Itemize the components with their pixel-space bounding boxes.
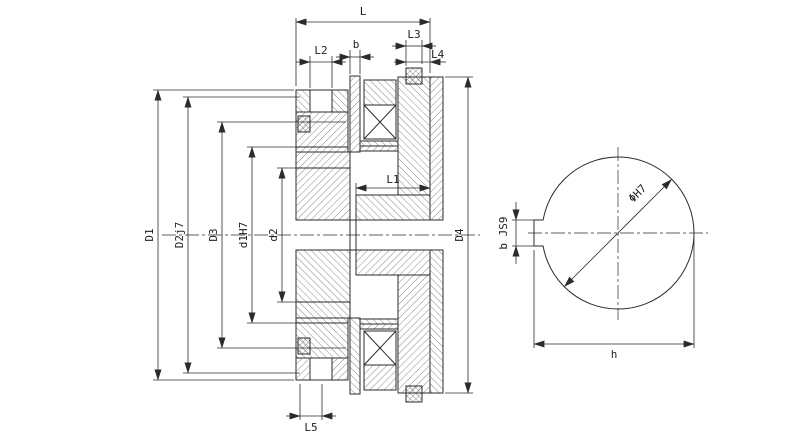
dim-label-L5: L5 [304, 421, 317, 434]
dim-D3: D3 [207, 121, 346, 349]
dim-label-L3: L3 [407, 28, 420, 41]
dim-label-D1: D1 [143, 228, 156, 241]
dim-L4: L4 [394, 48, 446, 66]
dim-D4: D4 [445, 76, 473, 394]
bearing-housing [363, 79, 397, 106]
dim-label-d2: d2 [267, 228, 280, 241]
friction-disc-2 [359, 145, 399, 152]
plug-screw [405, 67, 423, 85]
section-dimensions: L L2 b L3 [143, 5, 473, 434]
section-view [162, 67, 480, 403]
dim-b: b [336, 38, 374, 74]
dim-key-width: b JS9 [497, 202, 534, 264]
dim-L5: L5 [286, 384, 336, 434]
hub-sleeve [295, 167, 351, 221]
dim-L2: L2 [296, 44, 346, 88]
section-top-half [295, 67, 444, 221]
dim-label-D4: D4 [453, 228, 466, 242]
dim-d2: d2 [267, 167, 350, 303]
dim-label-b: b [353, 38, 360, 51]
dim-label-L4: L4 [431, 48, 445, 61]
dim-label-L: L [360, 5, 367, 18]
dim-key-height: h [533, 237, 695, 361]
dim-label-key-width: b JS9 [497, 216, 510, 249]
cover-plate [429, 76, 444, 221]
section-bottom-half [295, 249, 444, 403]
dim-label-d1: d1H7 [237, 222, 250, 249]
pressure-plate [349, 75, 361, 153]
right-hub-sleeve [355, 194, 431, 221]
hub-outer-ring [295, 151, 351, 169]
dim-L3: L3 [392, 28, 436, 66]
ring-groove [309, 89, 333, 113]
dim-D2: D2j7 [173, 96, 300, 374]
dim-label-D2: D2j7 [173, 222, 186, 249]
dim-label-L2: L2 [314, 44, 327, 57]
dim-label-L1: L1 [386, 173, 399, 186]
dim-label-D3: D3 [207, 228, 220, 241]
friction-disc-1 [359, 140, 399, 147]
dim-D1: D1 [143, 89, 294, 381]
seal-element [297, 115, 311, 133]
end-view: ΦH7 b JS9 h [497, 147, 708, 361]
dim-d1: d1H7 [237, 146, 348, 324]
right-flange-disc [397, 76, 431, 196]
bearing-symbol [363, 104, 397, 140]
dim-label-key-height: h [611, 348, 618, 361]
dim-L1: L1 [355, 173, 431, 195]
